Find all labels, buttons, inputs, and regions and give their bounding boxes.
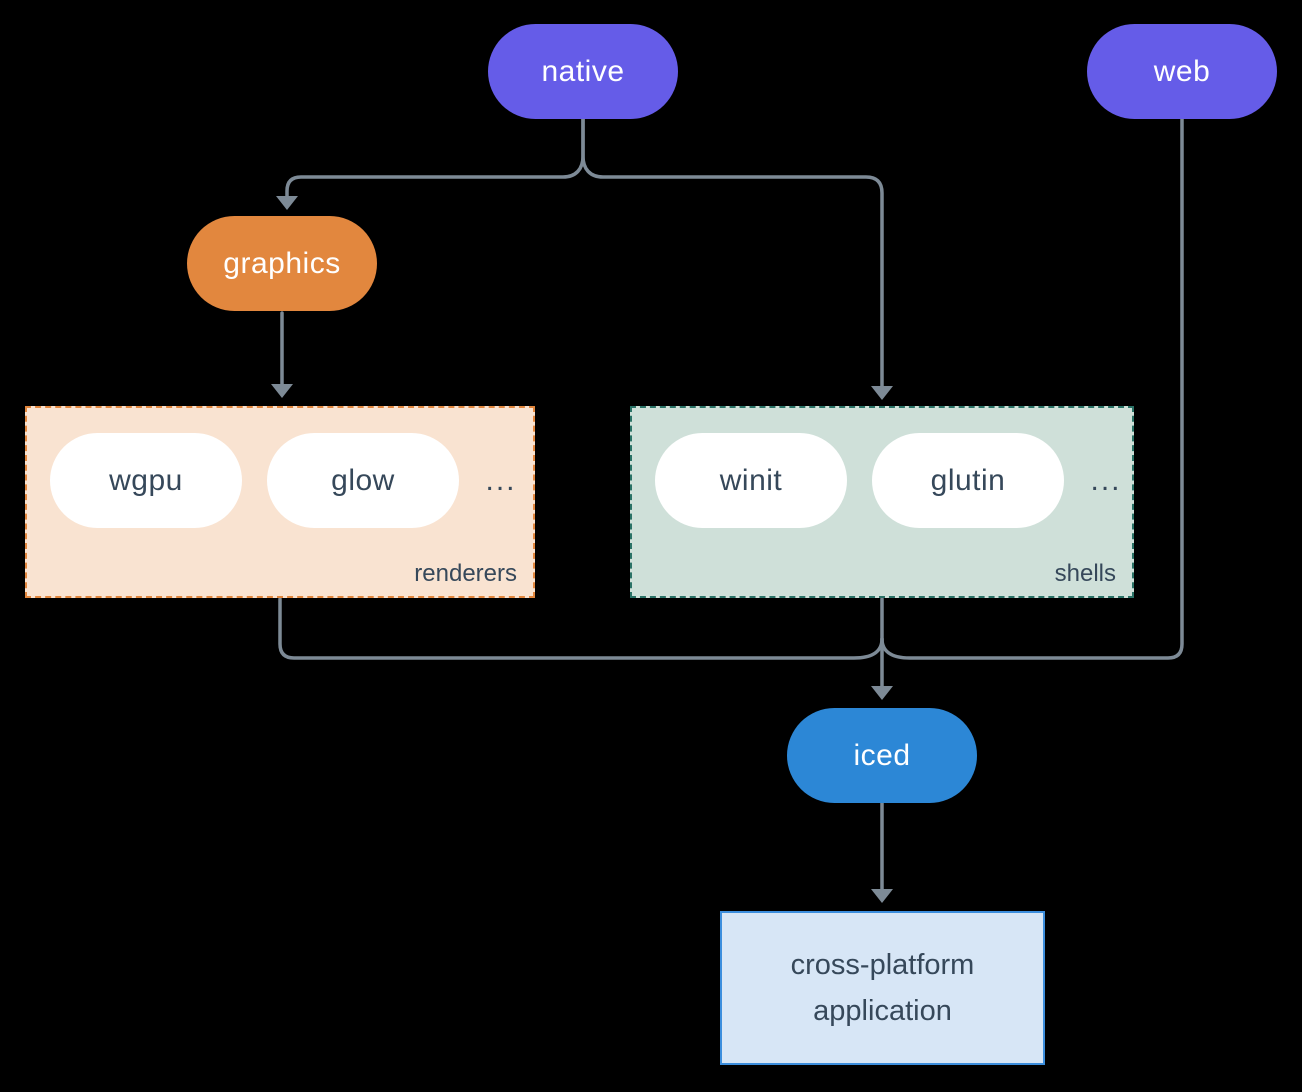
node-native: native xyxy=(488,24,678,119)
node-iced: iced xyxy=(787,708,977,803)
renderers-ellipsis: ... xyxy=(485,463,517,497)
connector-native-to-graphics xyxy=(285,117,585,198)
connector-native-to-shells xyxy=(581,117,884,388)
node-web-label: web xyxy=(1153,54,1211,88)
application-label-line2: application xyxy=(813,995,952,1027)
node-cross-platform-application: cross-platform application xyxy=(720,911,1045,1065)
node-glutin: glutin xyxy=(872,433,1064,528)
node-native-label: native xyxy=(541,54,625,88)
arrowhead-into-application xyxy=(871,889,893,903)
node-glow-label: glow xyxy=(331,463,395,497)
shells-ellipsis: ... xyxy=(1090,463,1122,497)
application-label-line1: cross-platform xyxy=(790,948,975,981)
group-renderers: wgpu glow ... renderers xyxy=(25,406,535,598)
node-glow: glow xyxy=(267,433,459,528)
group-shells: winit glutin ... shells xyxy=(630,406,1134,598)
node-wgpu-label: wgpu xyxy=(109,463,183,497)
node-web: web xyxy=(1087,24,1277,119)
arrowhead-into-graphics xyxy=(276,196,298,210)
node-winit-label: winit xyxy=(719,463,783,497)
connector-renderers-to-junction xyxy=(278,597,884,660)
node-winit: winit xyxy=(655,433,847,528)
connector-web-to-junction xyxy=(880,117,1184,660)
node-iced-label: iced xyxy=(853,738,911,772)
arrowhead-into-renderers xyxy=(271,384,293,398)
node-graphics-label: graphics xyxy=(223,246,341,280)
arrowhead-into-iced xyxy=(871,686,893,700)
arrowhead-into-shells xyxy=(871,386,893,400)
node-wgpu: wgpu xyxy=(50,433,242,528)
renderers-group-label: renderers xyxy=(414,560,517,587)
node-graphics: graphics xyxy=(187,216,377,311)
node-glutin-label: glutin xyxy=(930,463,1006,497)
shells-group-label: shells xyxy=(1054,560,1116,587)
